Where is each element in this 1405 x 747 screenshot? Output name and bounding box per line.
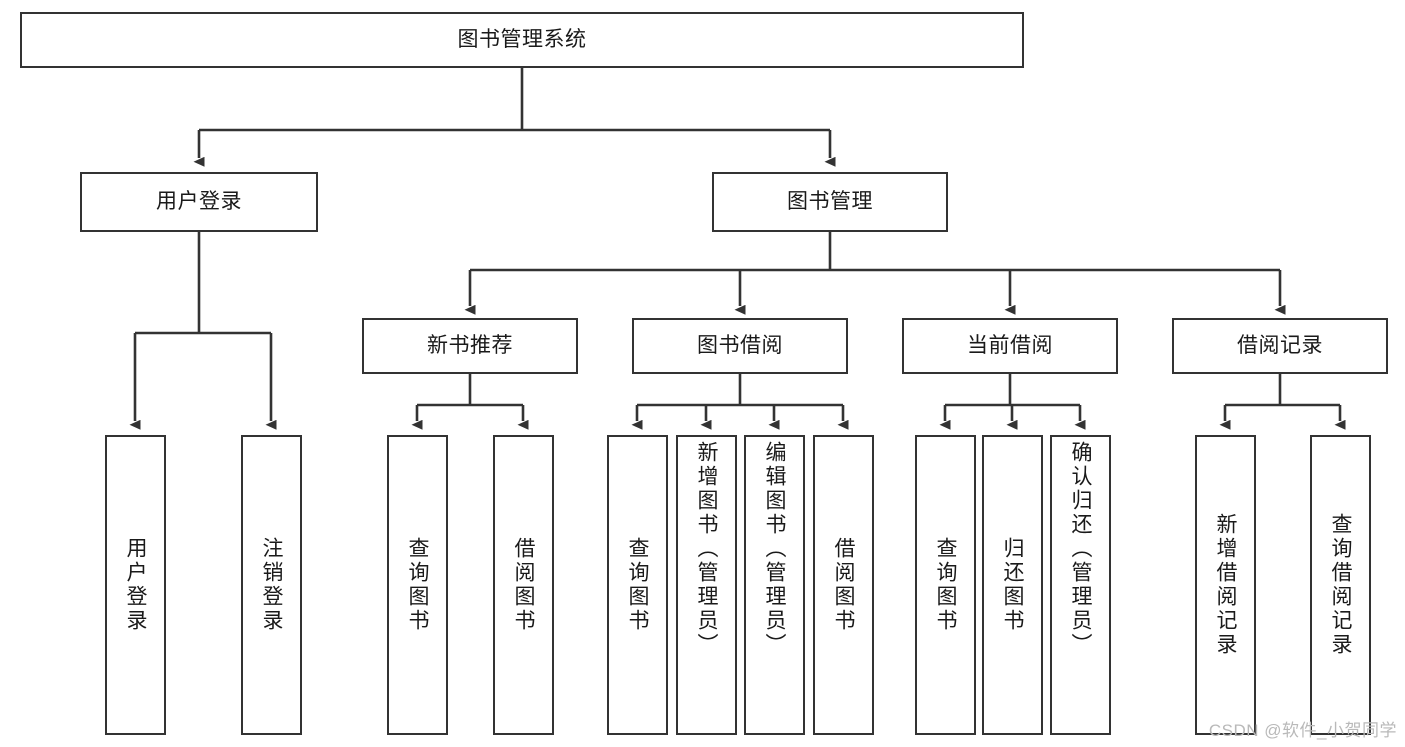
leaf-query-book-2-label: 查询图书 [626, 537, 649, 633]
leaf-user-login-label: 用户登录 [124, 537, 147, 633]
node-book-manage-label: 图书管理 [787, 189, 873, 213]
node-borrow-record[interactable]: 借阅记录 [1172, 318, 1388, 374]
leaf-add-record[interactable]: 新增借阅记录 [1195, 435, 1256, 735]
node-new-book-recommend-label: 新书推荐 [427, 333, 513, 357]
leaf-logout-label: 注销登录 [260, 537, 283, 633]
node-book-manage[interactable]: 图书管理 [712, 172, 948, 232]
leaf-return-book[interactable]: 归还图书 [982, 435, 1043, 735]
node-root-label: 图书管理系统 [457, 27, 587, 51]
leaf-add-record-label: 新增借阅记录 [1214, 513, 1237, 657]
leaf-query-book-3[interactable]: 查询图书 [915, 435, 976, 735]
node-new-book-recommend[interactable]: 新书推荐 [362, 318, 578, 374]
leaf-query-record-label: 查询借阅记录 [1329, 513, 1352, 657]
leaf-confirm-return-label: 确认归还（管理员） [1069, 441, 1092, 657]
leaf-edit-book-label: 编辑图书（管理员） [763, 441, 786, 657]
leaf-borrow-book-1[interactable]: 借阅图书 [493, 435, 554, 735]
leaf-borrow-book-1-label: 借阅图书 [512, 537, 535, 633]
leaf-user-login[interactable]: 用户登录 [105, 435, 166, 735]
node-current-borrow-label: 当前借阅 [967, 333, 1053, 357]
node-book-borrow-label: 图书借阅 [697, 333, 783, 357]
leaf-query-book-3-label: 查询图书 [934, 537, 957, 633]
node-root[interactable]: 图书管理系统 [20, 12, 1024, 68]
leaf-borrow-book-2[interactable]: 借阅图书 [813, 435, 874, 735]
node-current-borrow[interactable]: 当前借阅 [902, 318, 1118, 374]
leaf-query-book-1[interactable]: 查询图书 [387, 435, 448, 735]
leaf-borrow-book-2-label: 借阅图书 [832, 537, 855, 633]
leaf-add-book-label: 新增图书（管理员） [695, 441, 718, 657]
leaf-confirm-return[interactable]: 确认归还（管理员） [1050, 435, 1111, 735]
leaf-edit-book[interactable]: 编辑图书（管理员） [744, 435, 805, 735]
leaf-return-book-label: 归还图书 [1001, 537, 1024, 633]
watermark-text: CSDN @软件_小贺同学 [1208, 721, 1397, 740]
node-user-login-label: 用户登录 [156, 189, 242, 213]
leaf-add-book[interactable]: 新增图书（管理员） [676, 435, 737, 735]
leaf-query-record[interactable]: 查询借阅记录 [1310, 435, 1371, 735]
node-borrow-record-label: 借阅记录 [1237, 333, 1323, 357]
leaf-query-book-2[interactable]: 查询图书 [607, 435, 668, 735]
node-book-borrow[interactable]: 图书借阅 [632, 318, 848, 374]
node-user-login[interactable]: 用户登录 [80, 172, 318, 232]
leaf-logout[interactable]: 注销登录 [241, 435, 302, 735]
leaf-query-book-1-label: 查询图书 [406, 537, 429, 633]
